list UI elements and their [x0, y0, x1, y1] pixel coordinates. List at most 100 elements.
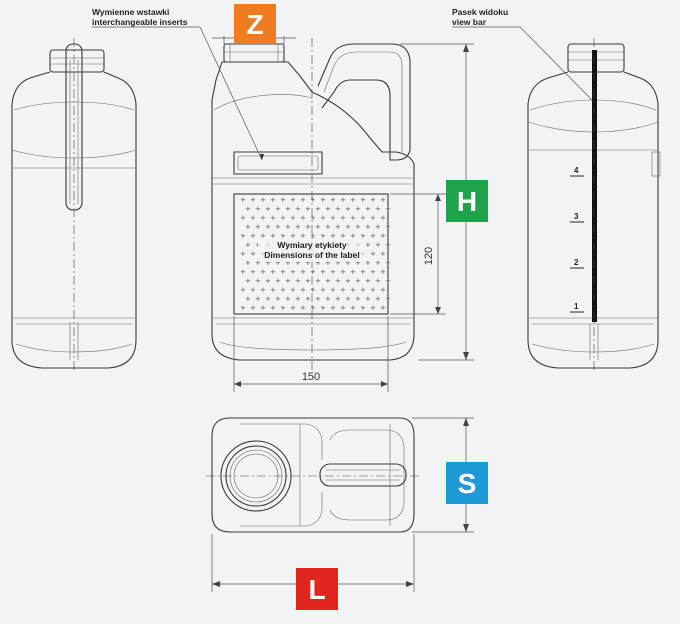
hatch-mark: + — [275, 205, 281, 213]
badge-l-bg — [296, 568, 338, 610]
hatch-mark: + — [260, 196, 266, 204]
badge-s: S — [446, 462, 488, 504]
badge-l-text: L — [308, 574, 325, 605]
hatch-mark: + — [275, 259, 281, 267]
hatch-mark: + — [245, 205, 251, 213]
hatch-mark: + — [340, 268, 346, 276]
hatch-mark: + — [385, 205, 391, 213]
graduation-1: 1 — [574, 302, 579, 311]
hatch-mark: + — [355, 295, 361, 303]
label-dimensions-en: Dimensions of the label — [264, 250, 359, 260]
hatch-mark: + — [350, 304, 356, 312]
hatch-mark: + — [375, 205, 381, 213]
hatch-mark: + — [250, 250, 256, 258]
hatch-mark: + — [380, 214, 386, 222]
callout-view-bar: Pasek widoku view bar — [452, 7, 593, 101]
hatch-mark: + — [315, 259, 321, 267]
hatch-mark: + — [270, 214, 276, 222]
badge-h: H — [446, 180, 488, 222]
badge-z-bg — [234, 4, 276, 44]
hatch-mark: + — [285, 277, 291, 285]
hatch-mark: + — [375, 241, 381, 249]
hatch-mark: + — [330, 268, 336, 276]
hatch-mark: + — [365, 277, 371, 285]
hatch-mark: + — [290, 196, 296, 204]
hatch-mark: + — [315, 223, 321, 231]
hatch-mark: + — [360, 286, 366, 294]
hatch-mark: + — [360, 214, 366, 222]
hatch-mark: + — [370, 268, 376, 276]
hatch-mark: + — [335, 259, 341, 267]
hatch-mark: + — [370, 250, 376, 258]
hatch-mark: + — [375, 223, 381, 231]
hatch-mark: + — [240, 214, 246, 222]
badge-z-text: Z — [246, 9, 263, 40]
top-view — [206, 417, 420, 533]
hatch-mark: + — [355, 205, 361, 213]
hatch-mark: + — [345, 277, 351, 285]
hatch-mark: + — [265, 277, 271, 285]
hatch-mark: + — [295, 259, 301, 267]
hatch-mark: + — [250, 268, 256, 276]
hatch-mark: + — [345, 223, 351, 231]
hatch-mark: + — [240, 268, 246, 276]
hatch-mark: + — [360, 196, 366, 204]
label-dimensions-pl: Wymiary etykiety — [277, 240, 347, 250]
hatch-mark: + — [350, 214, 356, 222]
hatch-mark: + — [290, 304, 296, 312]
hatch-mark: + — [255, 205, 261, 213]
side-view-left — [11, 38, 137, 372]
hatch-mark: + — [245, 223, 251, 231]
view-bar-stripe — [592, 50, 597, 322]
graduation-2: 2 — [574, 258, 579, 267]
hatch-mark: + — [315, 205, 321, 213]
hatch-mark: + — [320, 304, 326, 312]
hatch-mark: + — [320, 286, 326, 294]
dim-label-width: 150 — [302, 371, 320, 383]
hatch-mark: + — [270, 196, 276, 204]
hatch-mark: + — [255, 277, 261, 285]
hatch-mark: + — [265, 259, 271, 267]
hatch-mark: + — [370, 232, 376, 240]
hatch-mark: + — [340, 214, 346, 222]
hatch-mark: + — [325, 205, 331, 213]
hatch-mark: + — [295, 277, 301, 285]
hatch-mark: + — [280, 304, 286, 312]
hatch-mark: + — [330, 232, 336, 240]
front-view: ++++++++++++++++++++++++++++++++++++++++… — [211, 38, 415, 372]
hatch-mark: + — [340, 196, 346, 204]
hatch-mark: + — [280, 196, 286, 204]
badge-s-text: S — [458, 468, 477, 499]
hatch-mark: + — [270, 232, 276, 240]
hatch-mark: + — [360, 268, 366, 276]
hatch-mark: + — [300, 232, 306, 240]
hatch-mark: + — [320, 268, 326, 276]
hatch-mark: + — [335, 205, 341, 213]
hatch-mark: + — [350, 232, 356, 240]
hatch-mark: + — [340, 286, 346, 294]
hatch-mark: + — [285, 205, 291, 213]
inserts-label-en: interchangeable inserts — [92, 17, 188, 27]
hatch-mark: + — [345, 295, 351, 303]
hatch-mark: + — [260, 214, 266, 222]
hatch-mark: + — [300, 196, 306, 204]
hatch-mark: + — [280, 214, 286, 222]
hatch-mark: + — [260, 268, 266, 276]
badge-s-bg — [446, 462, 488, 504]
hatch-mark: + — [305, 205, 311, 213]
hatch-mark: + — [370, 214, 376, 222]
badge-l: L — [296, 568, 338, 610]
hatch-mark: + — [320, 232, 326, 240]
hatch-mark: + — [350, 196, 356, 204]
hatch-mark: + — [285, 259, 291, 267]
hatch-mark: + — [290, 268, 296, 276]
hatch-mark: + — [250, 196, 256, 204]
view-bar-label-en: view bar — [452, 17, 487, 27]
hatch-mark: + — [365, 259, 371, 267]
hatch-mark: + — [250, 304, 256, 312]
hatch-mark: + — [260, 232, 266, 240]
hatch-mark: + — [385, 223, 391, 231]
hatch-mark: + — [315, 277, 321, 285]
hatch-mark: + — [240, 250, 246, 258]
